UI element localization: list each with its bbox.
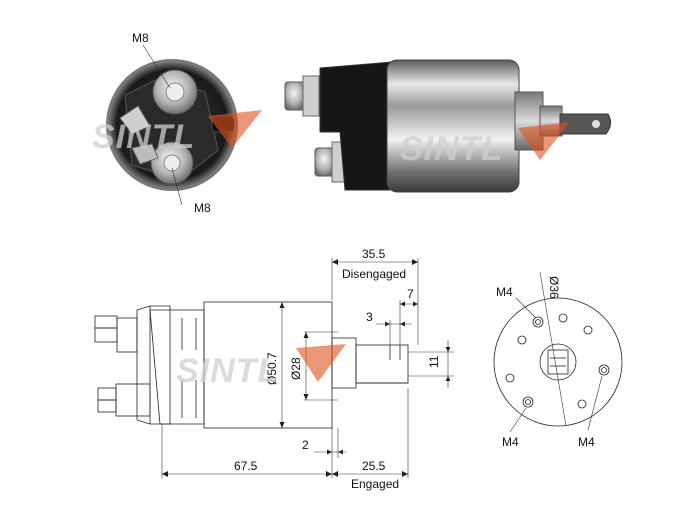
label-m4-top: M4 [496,285,513,299]
dim-7: 7 [407,287,414,301]
dim-3: 3 [366,310,373,324]
label-m8-top: M8 [132,31,149,45]
dim-35-5: 35.5 [362,247,386,261]
dim-diam-50-7: Ø50.7 [265,352,279,385]
leader-m8-bottom [171,167,183,206]
label-m8-bottom: M8 [194,201,211,215]
end-drawing [493,271,623,433]
dim-67-5: 67.5 [234,459,258,473]
dim-11: 11 [427,355,441,368]
svg-text:SINTL: SINTL [176,352,279,390]
side-drawing [94,258,454,478]
svg-text:SINTL: SINTL [92,118,195,156]
dim-2: 2 [302,438,309,452]
svg-text:SINTL: SINTL [400,130,503,168]
dim-diam-28: Ø28 [289,357,303,380]
label-m4-right: M4 [578,435,595,449]
caption-disengaged: Disengaged [342,267,406,281]
caption-engaged: Engaged [351,477,399,491]
dim-25-5: 25.5 [362,459,386,473]
watermark-drawing: SINTL [176,344,346,390]
watermark-photo-right: SINTL [400,122,570,168]
dim-diam-36: Ø36 [547,276,561,299]
leader-m8-top [142,44,171,89]
label-m4-left: M4 [502,435,519,449]
watermark-photo-left: SINTL [92,110,262,156]
